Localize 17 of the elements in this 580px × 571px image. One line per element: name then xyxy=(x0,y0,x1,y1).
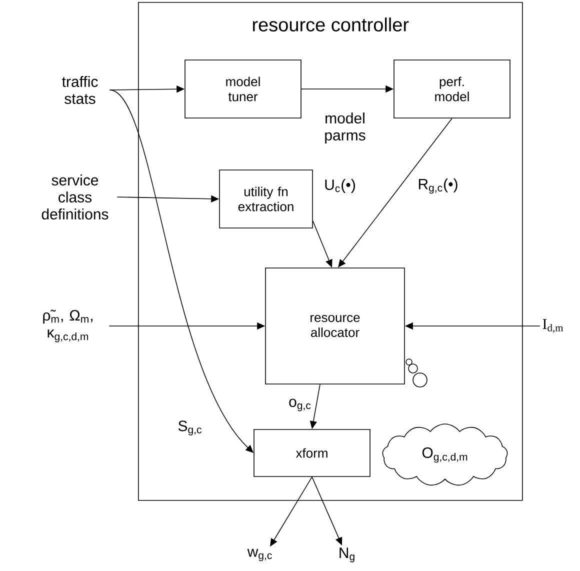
process-box: utility fn extraction xyxy=(219,170,313,228)
output-label: N$_{g}$ xyxy=(340,548,354,562)
process-box: perf. model xyxy=(394,60,510,118)
thought-cloud: O$_{g,c,d,m}$ xyxy=(382,358,508,486)
input-label: traffic stats xyxy=(62,76,98,104)
process-box: resource allocator xyxy=(265,268,405,384)
input-label: service class definitions xyxy=(42,174,108,220)
process-box: xform xyxy=(254,429,370,477)
edge-label: U$_{c}$(•) xyxy=(325,179,355,193)
edge-label: R$_{g,c}$(•) xyxy=(418,178,458,194)
process-box: model tuner xyxy=(184,60,302,118)
edge-label: model parms xyxy=(325,112,366,144)
edge-label: o$_{g,c}$ xyxy=(289,398,311,412)
input-label: ρ̃$_{m}$, Ω$_{m}$, κ$_{g,c,d,m}$ xyxy=(43,310,92,342)
input-label: I$_{d,m}$ xyxy=(542,319,564,333)
output-label: w$_{g,c}$ xyxy=(247,548,272,562)
edge-label: S$_{g,c}$ xyxy=(178,420,202,436)
